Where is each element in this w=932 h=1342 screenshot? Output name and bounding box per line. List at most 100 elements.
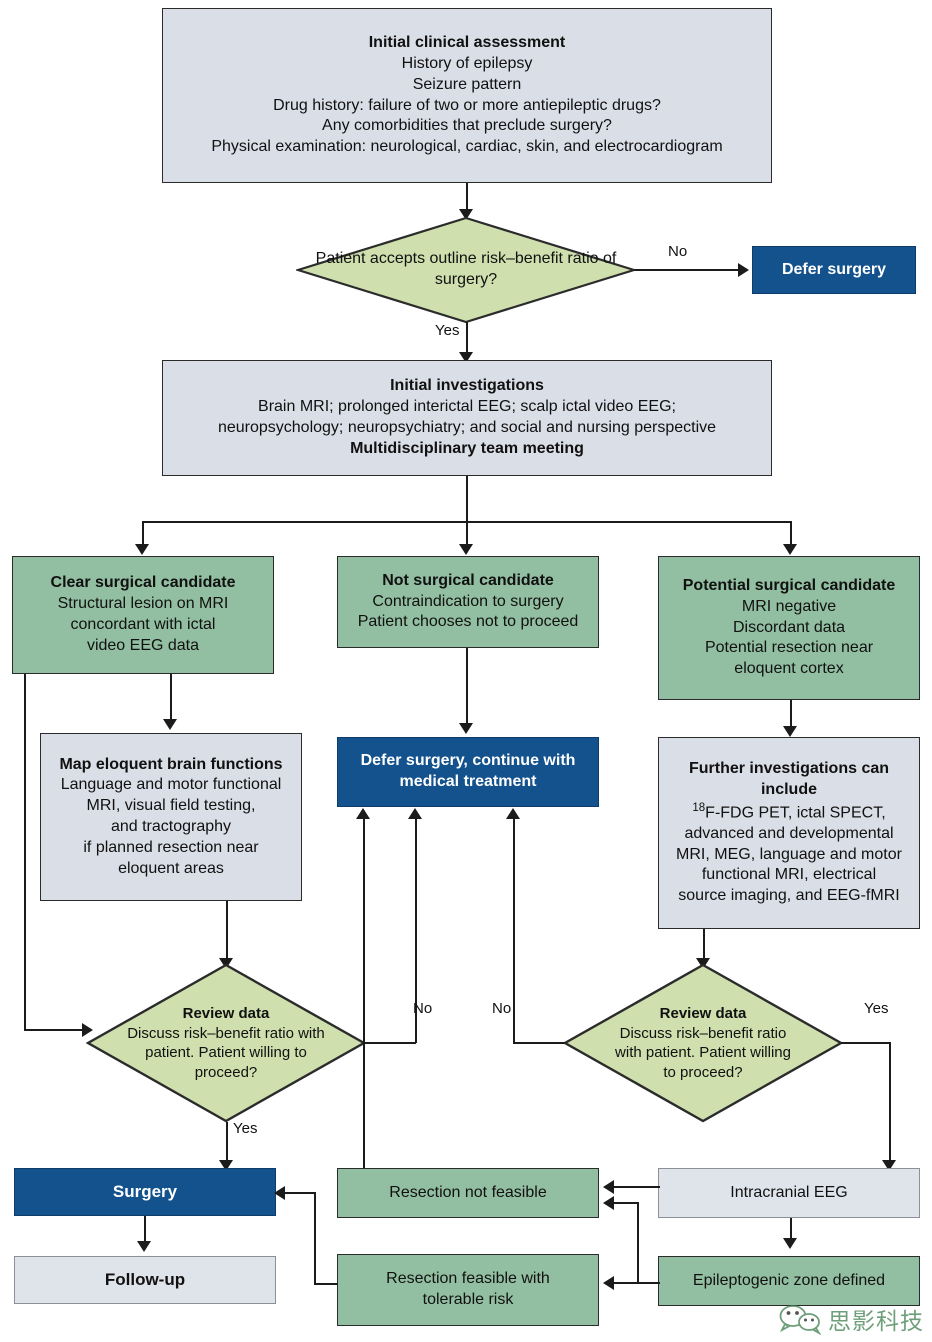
decision-line: patient. Patient willing to [145,1044,307,1061]
decision-patient-accepts: Patient accepts outline risk–benefit rat… [296,216,636,324]
node-line: video EEG data [86,636,200,654]
node-resection-not-feasible: Resection not feasible [337,1168,599,1218]
decision-text: Review data Discuss risk–benefit ratio w… [117,1004,335,1082]
connector-potential-to-further [790,700,792,730]
node-line: eloquent areas [118,859,224,877]
node-header: Map eloquent brain functions [59,755,283,773]
node-surgery: Surgery [14,1168,276,1216]
decision-line: Discuss risk–benefit ratio [619,1024,787,1042]
watermark-text: 思影科技 [828,1309,924,1335]
watermark: 思影科技 [778,1302,924,1336]
diamond-shape [563,963,843,1123]
decision-line: to proceed? [663,1063,743,1081]
arrowhead-down [783,1238,797,1249]
node-line: Contraindication to surgery [372,592,564,610]
node-header: Potential surgical candidate [682,577,896,594]
arrowhead-down [459,723,473,734]
node-initial-clinical-assessment: Initial clinical assessment History of e… [162,8,772,183]
diamond-shape [86,963,366,1123]
node-header: Clear surgical candidate [50,574,236,592]
decision-text: Patient accepts outline risk–benefit rat… [296,249,636,291]
decision-line: surgery? [434,271,498,288]
node-potential-surgical-candidate: Potential surgical candidate MRI negativ… [658,556,920,700]
superscript-18: 18 [692,801,706,814]
arrowhead-down [783,726,797,737]
connector-review-left-no-h [364,1042,416,1044]
decision-line: outline risk–benefit ratio of [429,250,617,268]
arrowhead-up [356,808,370,819]
node-initial-investigations: Initial investigations Brain MRI; prolon… [162,360,772,476]
connector-investigations-down [466,476,468,522]
node-line: Discordant data [732,618,846,636]
arrowhead-right [82,1023,93,1037]
connector-assessment-to-decision [466,183,468,213]
connector-clear-to-review-left-bypass [24,674,26,1030]
node-label: Defer surgery [781,260,887,278]
node-line: Physical examination: neurological, card… [211,138,723,156]
arrowhead-left [274,1186,285,1200]
arrowhead-down [459,544,473,555]
connector-branch-mid [466,521,468,546]
connector-not-feasible-to-defer [363,818,365,1168]
arrowhead-down [219,958,233,969]
node-intracranial-eeg: Intracranial EEG [658,1168,920,1218]
edge-label-no: No [413,1000,433,1017]
arrowhead-left [603,1276,614,1290]
node-label: Surgery [112,1181,178,1201]
edge-label-no: No [668,243,688,260]
decision-text: Review data Discuss risk–benefit ratio w… [605,1004,801,1082]
connector-review-right-yes-h [841,1042,890,1044]
connector-clear-bypass-horizontal [24,1029,88,1031]
node-header: Further investigations can [688,760,890,778]
connector-branch-right [790,521,792,546]
node-line: MRI, visual field testing, [86,797,256,815]
arrowhead-left [603,1196,614,1210]
connector-surgery-to-followup [144,1216,146,1244]
node-line: 18F-FDG PET, ictal SPECT, [692,801,885,824]
node-label: Resection not feasible [389,1183,547,1201]
node-further-investigations: Further investigations can include 18F-F… [658,737,920,929]
arrowhead-up [506,808,520,819]
node-header: Initial investigations [390,377,544,395]
node-line: concordant with ictal [70,616,216,633]
node-line: Drug history: failure of two or more ant… [273,96,661,114]
connector-further-to-review-right [703,929,705,961]
connector-review-right-no-h [513,1042,565,1044]
arrowhead-down [163,719,177,730]
node-resection-feasible-tolerable-risk: Resection feasible with tolerable risk [337,1254,599,1326]
connector-eeg-to-not-feasible [614,1186,660,1188]
node-line: Structural lesion on MRI [57,595,229,613]
node-line: functional MRI, electrical [701,866,877,884]
connector-review-left-yes [226,1122,228,1164]
node-line: Seizure pattern [412,75,522,93]
edge-label-no: No [492,1000,512,1017]
node-header: Initial clinical assessment [368,34,566,52]
node-header: Not surgical candidate [382,571,554,589]
node-line-text: F-FDG PET, ictal SPECT, [705,803,886,821]
arrowhead-right [738,263,749,277]
node-line: Brain MRI; prolonged interictal EEG; sca… [258,398,676,416]
node-line: advanced and developmental [684,824,894,842]
node-map-eloquent-brain-functions: Map eloquent brain functions Language an… [40,733,302,901]
arrowhead-down [783,544,797,555]
decision-line: proceed? [194,1063,258,1081]
node-header: include [760,780,817,798]
node-line: source imaging, and EEG-fMRI [678,887,900,905]
node-line: Resection feasible with [386,1270,550,1288]
edge-label-yes: Yes [864,1000,889,1017]
node-label: Intracranial EEG [730,1183,848,1201]
node-footer: Multidisciplinary team meeting [350,439,584,457]
node-line: neuropsychology; neuropsychiatry; and so… [217,419,717,436]
node-defer-surgery: Defer surgery [752,246,916,294]
node-line: Potential resection near [704,639,874,657]
node-line: tolerable risk [422,1291,514,1308]
connector-zone-branch-h [614,1202,638,1204]
connector-branch-left [142,521,144,546]
connector-decision-yes [466,322,468,357]
arrowhead-down [137,1241,151,1252]
node-clear-surgical-candidate: Clear surgical candidate Structural lesi… [12,556,274,674]
connector-review-right-no-v [513,818,515,1043]
decision-header: Review data [659,1005,747,1022]
connector-review-left-no-v [415,818,417,1043]
